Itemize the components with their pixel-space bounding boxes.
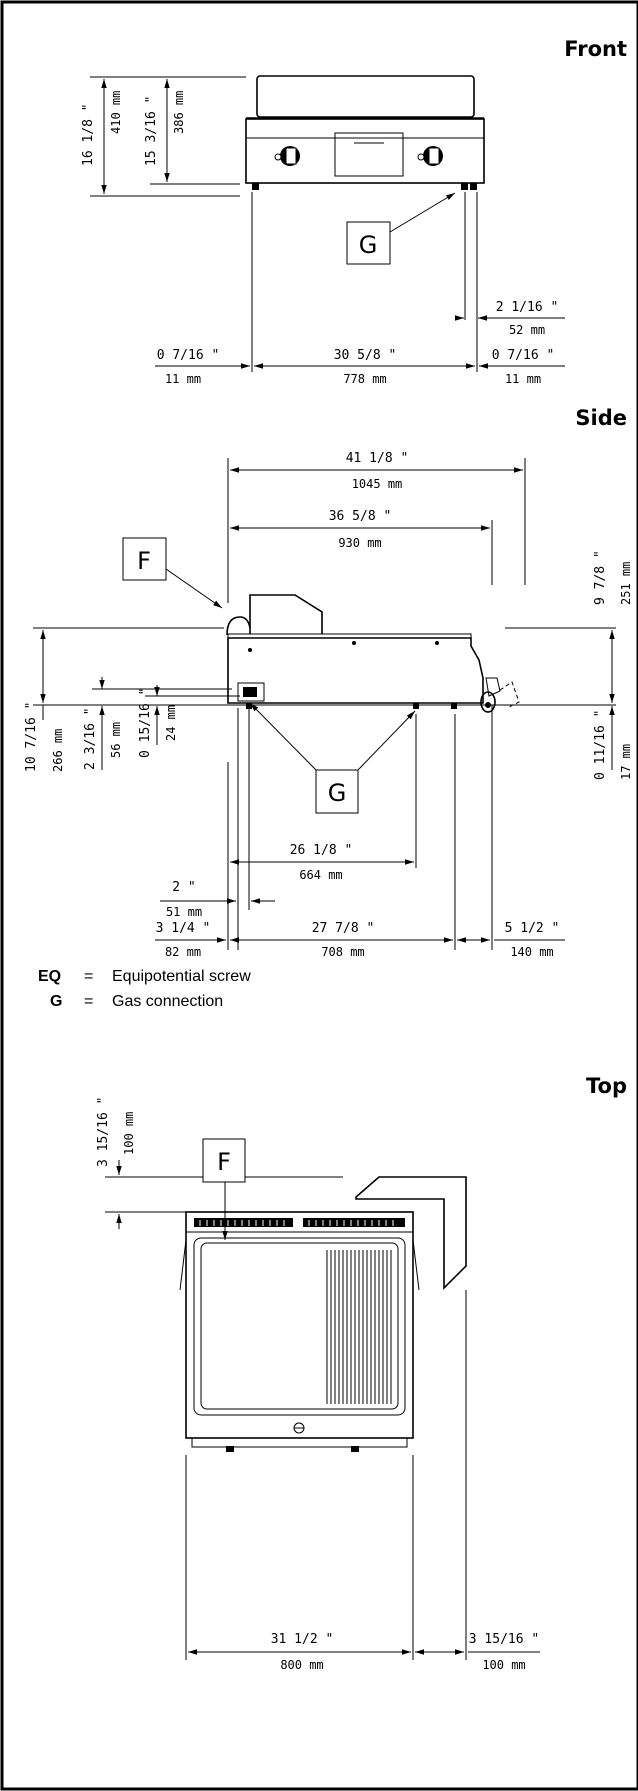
front-height2-in: 15 3/16 " — [144, 96, 159, 166]
side-overall-mm: 1045 mm — [352, 477, 403, 491]
top-appliance — [179, 1211, 420, 1452]
front-gas-offset-in: 2 1/16 " — [496, 300, 559, 315]
side-top-dims — [227, 458, 526, 603]
side-gas-h-mm: 56 mm — [109, 722, 123, 758]
side-bottom-dims — [155, 705, 565, 950]
side-flue-h-in: 9 7/8 " — [593, 550, 608, 605]
legend-g-code: G — [50, 993, 62, 1010]
side-foot-h-mm: 24 mm — [164, 705, 178, 741]
side-appliance — [226, 594, 520, 713]
side-gas-leader-1 — [249, 702, 317, 771]
legend-g-text: Gas connection — [112, 993, 223, 1010]
legend-eq-text: Equipotential screw — [112, 968, 251, 985]
front-gas-leader — [389, 192, 456, 233]
side-front-in: 3 1/4 " — [156, 921, 211, 936]
side-foot-h-in: 0 15/16 " — [138, 688, 153, 758]
legend-g-sign: = — [84, 993, 93, 1010]
top-width-in: 31 1/2 " — [271, 1632, 334, 1647]
side-feet-mm: 708 mm — [321, 945, 364, 959]
side-gas-label: G — [328, 779, 347, 807]
side-height-dims — [33, 627, 616, 770]
front-left-mm: 11 mm — [165, 372, 201, 386]
front-width-in: 30 5/8 " — [334, 348, 397, 363]
front-width-dims — [155, 192, 565, 372]
view-title-top: Top — [586, 1074, 627, 1098]
side-flue-leader — [165, 568, 223, 609]
side-flue-h-mm: 251 mm — [619, 562, 633, 605]
front-height-in: 16 1/8 " — [81, 103, 96, 166]
side-overall-in: 41 1/8 " — [346, 451, 409, 466]
side-depth-mm: 930 mm — [338, 536, 381, 550]
side-total-h-in: 10 7/16 " — [24, 702, 39, 772]
top-width-mm: 800 mm — [280, 1658, 323, 1672]
front-width-mm: 778 mm — [343, 372, 386, 386]
front-left-in: 0 7/16 " — [157, 348, 220, 363]
front-gas-box — [346, 221, 391, 265]
side-rear-h-mm: 17 mm — [619, 744, 633, 780]
side-gas-leader-2 — [357, 710, 416, 771]
side-flue-box — [122, 537, 167, 581]
top-flue-box — [202, 1138, 246, 1183]
side-total-h-mm: 266 mm — [51, 729, 65, 772]
side-rear-h-in: 0 11/16 " — [593, 710, 608, 780]
front-right-in: 0 7/16 " — [492, 348, 555, 363]
legend: EQ = Equipotential screw G = Gas connect… — [38, 968, 251, 1010]
top-width-dims — [185, 1290, 540, 1660]
side-gas-h-in: 2 3/16 " — [83, 707, 98, 770]
side-gas2-in: 26 1/8 " — [290, 843, 353, 858]
top-clear-in: 3 15/16 " — [96, 1097, 111, 1167]
top-clear-mm: 100 mm — [122, 1112, 136, 1155]
front-height-dims — [90, 76, 246, 197]
side-gas-x-in: 2 " — [172, 880, 195, 895]
front-gas-label: G — [359, 231, 378, 259]
side-depth-in: 36 5/8 " — [329, 509, 392, 524]
top-side-in: 3 15/16 " — [469, 1632, 539, 1647]
side-gas2-mm: 664 mm — [299, 868, 342, 882]
side-flue-label: F — [137, 547, 151, 575]
side-front-mm: 82 mm — [165, 945, 201, 959]
view-title-front: Front — [564, 37, 627, 61]
top-wall-corner — [355, 1176, 467, 1290]
front-height-mm: 410 mm — [109, 91, 123, 134]
view-title-side: Side — [575, 406, 627, 430]
top-flue-label: F — [217, 1148, 231, 1176]
front-right-mm: 11 mm — [505, 372, 541, 386]
top-side-mm: 100 mm — [482, 1658, 525, 1672]
front-gas-offset-mm: 52 mm — [509, 323, 545, 337]
side-gas-box — [315, 769, 359, 814]
side-feet-in: 27 7/8 " — [312, 921, 375, 936]
front-height2-mm: 386 mm — [172, 91, 186, 134]
front-appliance — [245, 75, 485, 190]
legend-eq-code: EQ — [38, 968, 61, 985]
side-back-mm: 140 mm — [510, 945, 553, 959]
side-gas-x-mm: 51 mm — [166, 905, 202, 919]
legend-eq-sign: = — [84, 968, 93, 985]
side-back-in: 5 1/2 " — [505, 921, 560, 936]
